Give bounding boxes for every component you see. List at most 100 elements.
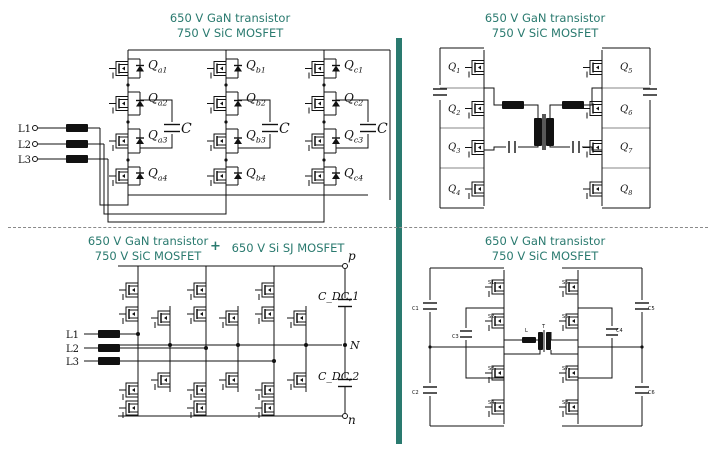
junction-dot (136, 332, 140, 336)
mosfet-switch (305, 126, 340, 156)
switch-label: Q4 (448, 184, 460, 197)
mosfet-arrow (232, 316, 235, 320)
caption-line: 650 V GaN transistor (87, 234, 209, 248)
mosfet-switch (109, 164, 144, 188)
mosfet-arrow (122, 66, 125, 71)
mosfet-arrow (122, 174, 125, 178)
wire (549, 104, 562, 118)
dc-capacitor (433, 88, 447, 96)
mosfet-switch (119, 378, 139, 402)
capacitor (635, 302, 649, 310)
mosfet-arrow (498, 285, 501, 289)
junction-dot (168, 343, 172, 347)
switch-label: S4 (488, 400, 494, 406)
phase-label: L2 (18, 140, 31, 151)
phase-label: L1 (18, 124, 31, 135)
capacitor-label: C (377, 121, 388, 137)
capacitor-label: C4 (616, 328, 623, 334)
mosfet-switch (559, 390, 579, 424)
wire (140, 134, 173, 149)
mosfet-switch (187, 400, 207, 418)
phase-label: L3 (66, 357, 79, 368)
input-terminal (32, 156, 38, 162)
mosfet-switch (207, 164, 242, 188)
mosfet-arrow (572, 371, 575, 375)
mosfet-switch (465, 50, 485, 85)
switch-label: S7 (562, 366, 568, 372)
diode (136, 65, 144, 72)
switch-label: Qa2 (148, 91, 167, 108)
mosfet-switch (559, 270, 579, 304)
capacitor (423, 302, 437, 310)
mosfet-arrow (200, 388, 203, 392)
flying-capacitor (606, 328, 618, 336)
caption-bottom-left-b: 650 V Si SJ MOSFET (226, 241, 350, 256)
mosfet-switch (255, 278, 275, 302)
mosfet-arrow (132, 388, 135, 392)
mosfet-arrow (572, 319, 575, 323)
cdc2-label: C_DC,2 (318, 370, 359, 383)
switch-label: Qa1 (148, 58, 167, 75)
mosfet-switch (151, 306, 171, 330)
junction-dot (236, 343, 240, 347)
dc-link-capacitor (338, 298, 352, 308)
switch-label: Q2 (448, 104, 460, 117)
phase-label: L1 (66, 330, 79, 341)
mosfet-arrow (498, 371, 501, 375)
line-inductor (98, 344, 120, 352)
mosfet-switch (119, 400, 139, 418)
mosfet-arrow (220, 139, 223, 143)
capacitor-label: C6 (648, 390, 655, 396)
wire (549, 146, 570, 148)
flying-capacitor (460, 330, 472, 338)
junction-dot (343, 343, 347, 347)
caption-line: 650 V GaN transistor (484, 11, 606, 25)
switch-label: Qc2 (344, 91, 363, 108)
mosfet-arrow (478, 106, 481, 111)
mosfet-arrow (300, 378, 303, 382)
flying-capacitor (164, 123, 180, 133)
switch-label: S1 (488, 280, 494, 286)
inductor-label: L (525, 328, 528, 334)
mosfet-arrow (200, 406, 203, 410)
mosfet-arrow (268, 406, 271, 410)
mosfet-switch (119, 278, 139, 302)
mosfet-switch (305, 56, 340, 81)
mosfet-switch (109, 126, 144, 156)
mosfet-switch (255, 302, 275, 326)
transformer-winding (546, 118, 554, 146)
dc-link-capacitor (338, 378, 352, 388)
mosfet-switch (559, 304, 579, 338)
caption-line: 650 V GaN transistor (484, 234, 606, 248)
switch-label: Q6 (620, 104, 632, 117)
caption-line: 650 V GaN transistor (169, 11, 291, 25)
diode (234, 100, 242, 107)
switch-label: S3 (488, 366, 494, 372)
caption-bottom-left-a: 650 V GaN transistor 750 V SiC MOSFET (68, 234, 228, 264)
mosfet-arrow (498, 405, 501, 409)
caption-plus: + (210, 239, 221, 254)
caption-top-right: 650 V GaN transistor 750 V SiC MOSFET (465, 11, 625, 41)
mosfet-arrow (318, 66, 321, 71)
switch-label: Qc4 (344, 166, 363, 183)
wire (582, 146, 602, 151)
dc-capacitor (643, 88, 657, 96)
mosfet-arrow (498, 319, 501, 323)
capacitor-label: C5 (648, 306, 655, 312)
mosfet-switch (559, 356, 579, 390)
mosfet-arrow (596, 145, 599, 150)
capacitor-label: C1 (412, 306, 419, 312)
junction-dot (272, 359, 276, 363)
mosfet-switch (583, 92, 603, 125)
neutral-label: N (349, 339, 360, 352)
transformer-label: T (541, 324, 546, 330)
n-label: n (348, 413, 356, 427)
mosfet-arrow (220, 66, 223, 71)
mosfet-arrow (200, 288, 203, 292)
mosfet-arrow (478, 145, 481, 150)
wire (336, 99, 369, 122)
wire (504, 350, 541, 355)
wire (140, 99, 173, 122)
junction-dot (428, 345, 432, 349)
capacitor-label: C3 (452, 334, 459, 340)
